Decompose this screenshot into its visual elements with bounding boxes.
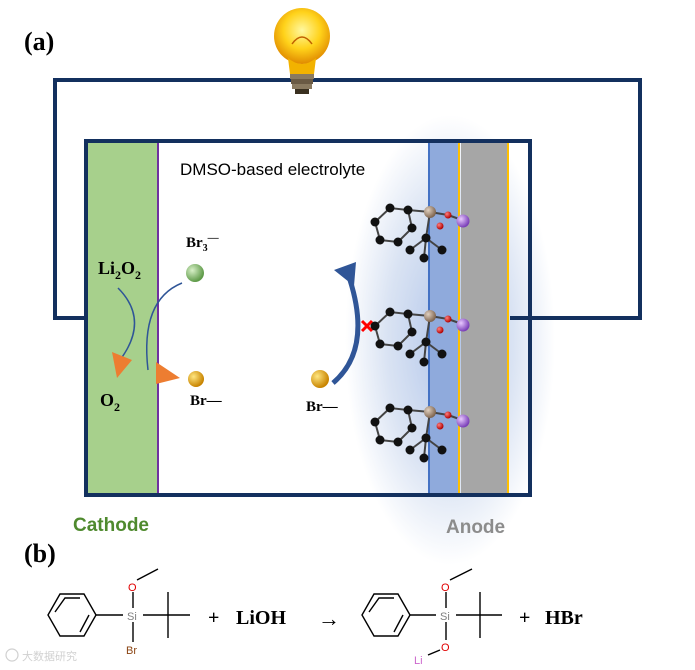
blocked-x-icon (360, 319, 374, 333)
redox-arrow (145, 282, 183, 371)
svg-text:O: O (128, 582, 137, 594)
cathode-label: Cathode (73, 515, 149, 536)
br-label-left: Br— (190, 393, 223, 409)
sei-molecule-2 (370, 307, 470, 367)
panel-b-label: (b) (24, 539, 56, 568)
br-ball-left (188, 371, 204, 387)
o2-label: O2 (100, 390, 120, 414)
svg-text:Si: Si (440, 611, 450, 623)
product-structure: Si O O Li (361, 568, 502, 667)
reaction-arrow: → (318, 606, 340, 631)
anode-electrode (461, 143, 508, 493)
cell-container (84, 139, 532, 497)
orange-arrowhead-left (112, 352, 132, 378)
svg-text:大数据研究: 大数据研究 (22, 649, 77, 663)
oxidation-arrow (117, 287, 136, 361)
sei-molecule-1 (370, 203, 470, 263)
svg-text:Br: Br (126, 645, 137, 657)
li2o2-label: Li2O2 (98, 258, 141, 282)
electrolyte-label: DMSO-based electrolyte (180, 160, 365, 179)
svg-text:O: O (441, 642, 450, 654)
panel-a-label: (a) (24, 27, 54, 56)
anode-label: Anode (446, 517, 505, 538)
br-ball-right (311, 370, 329, 388)
sei-molecule-3 (370, 403, 470, 463)
blocked-migration-arrow (331, 279, 361, 385)
svg-text:Si: Si (127, 611, 137, 623)
lioh-label: LiOH (236, 607, 286, 629)
light-bulb-icon (274, 8, 330, 94)
orange-arrowhead-right (156, 362, 180, 384)
watermark: 大数据研究 (5, 648, 77, 663)
reactant-structure: Si O Br (47, 568, 190, 657)
svg-text:Li: Li (414, 655, 423, 667)
plus-sign-1: + (208, 607, 219, 629)
external-circuit (53, 78, 642, 320)
br3-label: Br3— (186, 232, 220, 254)
svg-text:O: O (441, 582, 450, 594)
plus-sign-2: + (519, 607, 530, 629)
br-label-right: Br— (306, 399, 339, 415)
cathode-electrode (88, 143, 158, 493)
br3-ball (186, 264, 204, 282)
hbr-label: HBr (545, 607, 583, 629)
